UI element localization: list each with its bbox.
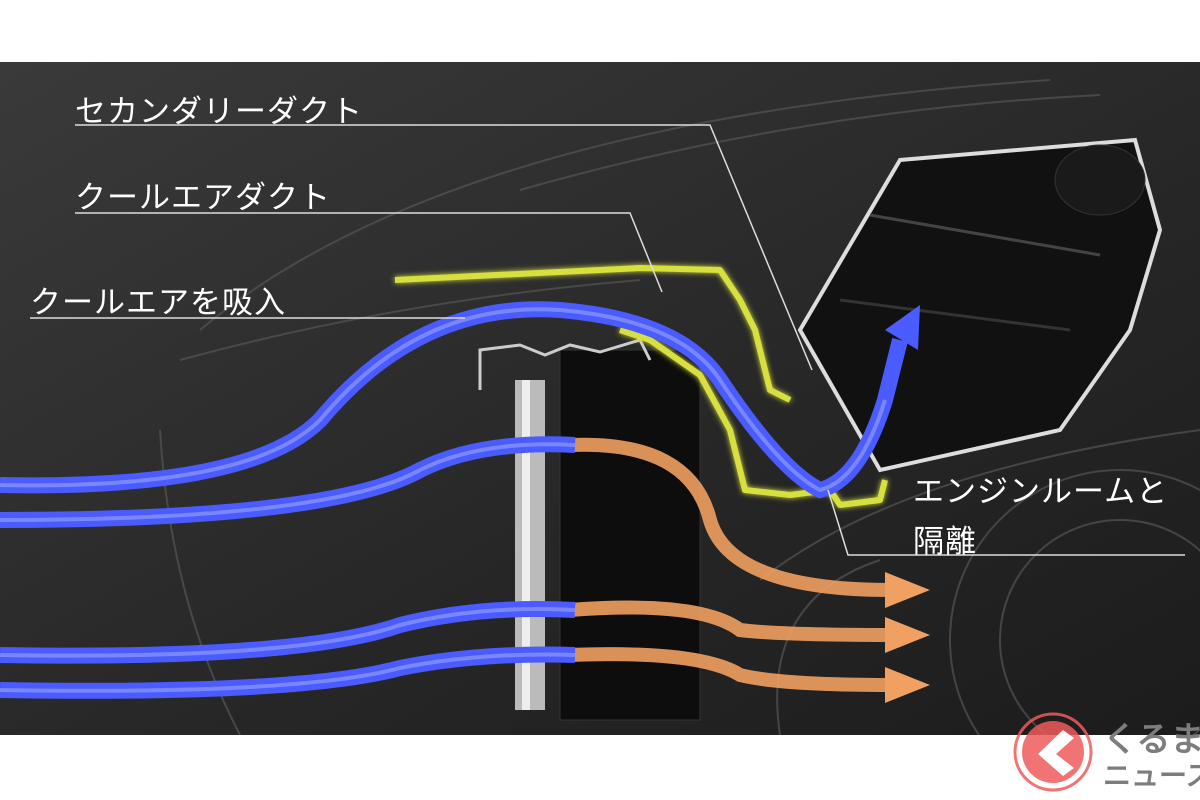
- arrow-right-icon: [885, 667, 930, 703]
- logo-text-line2: ニュース: [1103, 759, 1200, 792]
- label-isolation-line1: エンジンルームと: [913, 474, 1169, 510]
- arrow-right-icon: [885, 617, 930, 653]
- hot-air-arrowheads: [885, 572, 930, 703]
- label-secondary-duct: セカンダリーダクト: [75, 94, 363, 130]
- logo-text-line1: くるまの: [1103, 720, 1200, 760]
- label-isolation-line2: 隔離: [913, 524, 977, 560]
- cool-air-highlight: [0, 307, 887, 693]
- hot-air-stream: [569, 600, 891, 642]
- label-cool-air-intake: クールエアを吸入: [30, 285, 286, 321]
- cool-air-duct-outline: [394, 265, 888, 508]
- logo-mark-icon: [1013, 712, 1093, 792]
- arrow-right-icon: [885, 572, 930, 608]
- hot-air-stream: [569, 437, 891, 597]
- hot-air-flow: [569, 437, 891, 692]
- kuruma-news-logo: くるまの ニュース: [1008, 708, 1200, 796]
- label-cool-air-duct: クールエアダクト: [75, 180, 331, 216]
- arrow-up-icon: [885, 305, 920, 350]
- hot-air-stream: [569, 647, 891, 692]
- leader-lines: [30, 124, 1185, 556]
